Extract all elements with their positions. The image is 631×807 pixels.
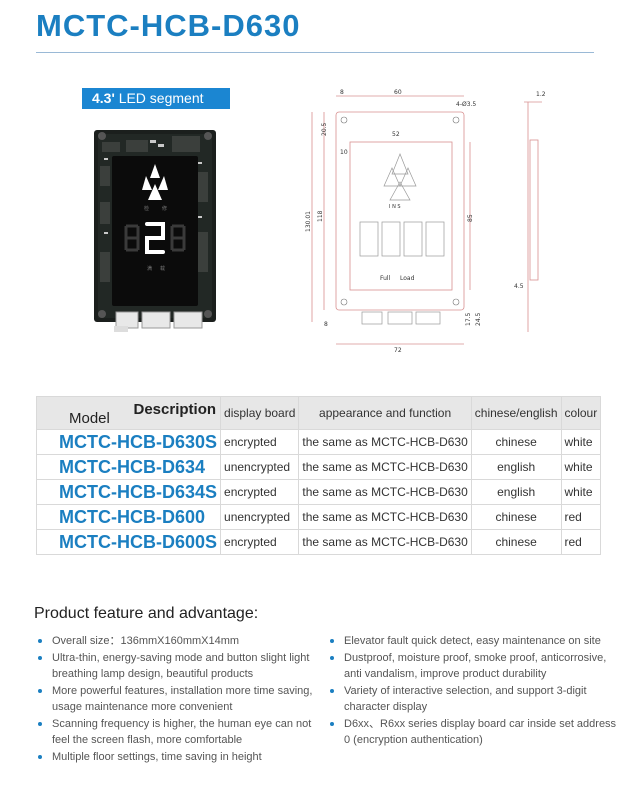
svg-text:52: 52	[392, 131, 400, 138]
model-cell: MCTC-HCB-D600S	[35, 529, 222, 555]
function-cell: the same as MCTC-HCB-D630	[298, 504, 472, 530]
list-item: More powerful features, installation mor…	[36, 683, 326, 716]
svg-text:10: 10	[340, 149, 348, 156]
display-cell: unencrypted	[220, 504, 300, 530]
language-cell: chinese	[470, 429, 562, 455]
list-item: Scanning frequency is higher, the human …	[36, 716, 326, 749]
colour-cell: white	[560, 429, 602, 455]
svg-text:60: 60	[394, 89, 402, 96]
model-header: Model	[69, 410, 110, 427]
colour-cell: white	[560, 479, 602, 505]
svg-text:1.2: 1.2	[536, 91, 546, 98]
description-model-header: Description Model	[35, 396, 222, 430]
table-row: MCTC-HCB-D600S encrypted the same as MCT…	[35, 529, 602, 555]
svg-text:17.5: 17.5	[465, 312, 472, 326]
list-item: Multiple floor settings, time saving in …	[36, 749, 326, 766]
svg-text:Load: Load	[400, 275, 415, 282]
description-header: Description	[133, 401, 217, 418]
badge-label: LED segment	[118, 90, 204, 106]
model-cell: MCTC-HCB-D600	[35, 504, 222, 530]
svg-text:24.5: 24.5	[475, 312, 482, 326]
svg-text:130.01: 130.01	[305, 211, 312, 232]
model-cell: MCTC-HCB-D630S	[35, 429, 222, 455]
features-right-list: Elevator fault quick detect, easy mainte…	[328, 633, 620, 749]
list-item: Dustproof, moisture proof, smoke proof, …	[328, 650, 620, 683]
svg-text:满: 满	[147, 265, 152, 272]
svg-text:检: 检	[144, 205, 149, 212]
function-cell: the same as MCTC-HCB-D630	[298, 454, 472, 480]
table-row: MCTC-HCB-D630S encrypted the same as MCT…	[35, 429, 602, 455]
badge-size: 4.3'	[92, 90, 115, 106]
table-header-row: Description Model display board appearan…	[35, 396, 602, 430]
model-spec-table: Description Model display board appearan…	[35, 396, 602, 555]
page-title: MCTC-HCB-D630	[36, 8, 301, 43]
function-cell: the same as MCTC-HCB-D630	[298, 529, 472, 555]
list-item: Overall size：136mmX160mmX14mm	[36, 633, 326, 650]
language-cell: chinese	[470, 529, 562, 555]
display-cell: encrypted	[220, 429, 300, 455]
features-heading: Product feature and advantage:	[34, 605, 259, 622]
list-item: Variety of interactive selection, and su…	[328, 683, 620, 716]
title-divider	[36, 52, 594, 53]
board-photo: 检 修 满 载	[94, 130, 216, 332]
list-item: Ultra-thin, energy-saving mode and butto…	[36, 650, 326, 683]
dimension-drawing: I N S Full Load 8 60 4-Ø3.5 1.2 20.5 52 …	[305, 89, 546, 354]
colour-cell: red	[560, 529, 602, 555]
svg-text:8: 8	[340, 89, 344, 96]
colour-cell: white	[560, 454, 602, 480]
svg-text:载: 载	[160, 265, 165, 272]
colour-header: colour	[560, 396, 602, 430]
display-type-badge: 4.3' LED segment	[82, 88, 230, 109]
colour-cell: red	[560, 504, 602, 530]
svg-text:72: 72	[394, 347, 402, 354]
language-cell: english	[470, 454, 562, 480]
table-row: MCTC-HCB-D634 unencrypted the same as MC…	[35, 454, 602, 480]
svg-text:修: 修	[162, 205, 167, 212]
svg-text:20.5: 20.5	[321, 122, 328, 136]
svg-text:8: 8	[324, 321, 328, 328]
display-cell: unencrypted	[220, 454, 300, 480]
function-cell: the same as MCTC-HCB-D630	[298, 429, 472, 455]
list-item: Elevator fault quick detect, easy mainte…	[328, 633, 620, 650]
svg-text:4-Ø3.5: 4-Ø3.5	[456, 101, 476, 108]
svg-text:118: 118	[317, 210, 324, 222]
list-item: D6xx、R6xx series display board car insid…	[328, 716, 620, 749]
display-board-header: display board	[220, 396, 300, 430]
svg-text:I N S: I N S	[389, 204, 401, 210]
language-header: chinese/english	[470, 396, 562, 430]
function-cell: the same as MCTC-HCB-D630	[298, 479, 472, 505]
display-cell: encrypted	[220, 529, 300, 555]
features-left-list: Overall size：136mmX160mmX14mm Ultra-thin…	[36, 633, 326, 765]
svg-text:4.5: 4.5	[514, 283, 524, 290]
table-row: MCTC-HCB-D634S encrypted the same as MCT…	[35, 479, 602, 505]
model-cell: MCTC-HCB-D634	[35, 454, 222, 480]
svg-text:Full: Full	[380, 275, 391, 282]
model-cell: MCTC-HCB-D634S	[35, 479, 222, 505]
function-header: appearance and function	[298, 396, 472, 430]
language-cell: chinese	[470, 504, 562, 530]
table-row: MCTC-HCB-D600 unencrypted the same as MC…	[35, 504, 602, 530]
display-cell: encrypted	[220, 479, 300, 505]
svg-text:85: 85	[467, 214, 474, 222]
language-cell: english	[470, 479, 562, 505]
